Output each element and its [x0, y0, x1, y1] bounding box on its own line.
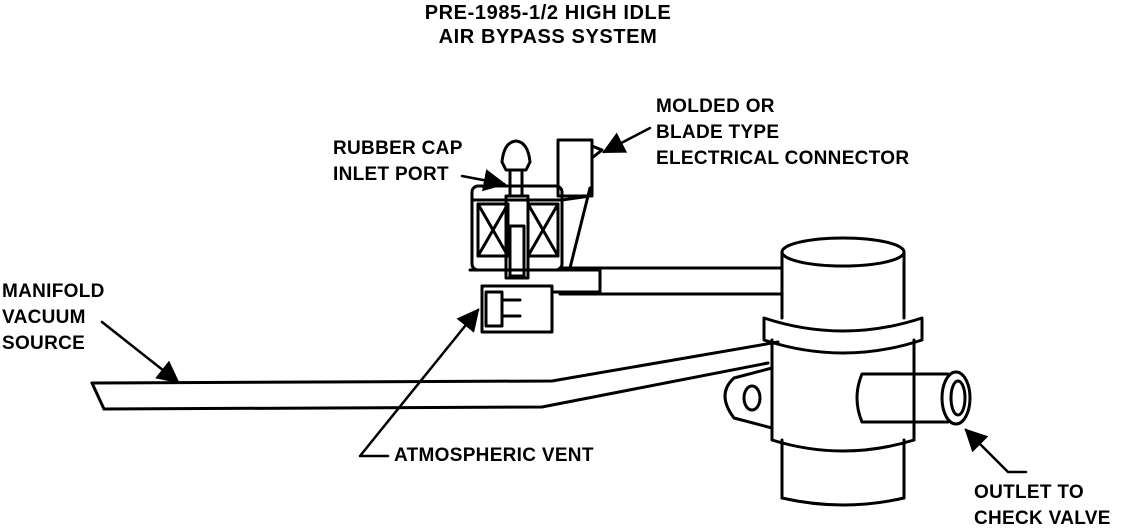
solenoid-valve — [468, 184, 602, 334]
rubber-cap-label-line-2: INLET PORT — [333, 164, 449, 185]
connector-leader-arrow — [602, 126, 652, 154]
connector-label: MOLDED OR BLADE TYPE ELECTRICAL CONNECTO… — [656, 94, 909, 172]
connector-label-line-2: BLADE TYPE — [656, 122, 780, 143]
diagram-title: PRE-1985-1/2 HIGH IDLE AIR BYPASS SYSTEM — [380, 1, 716, 49]
manifold-leader-arrow — [100, 320, 180, 384]
connecting-tube — [558, 266, 784, 296]
connector-label-line-3: ELECTRICAL CONNECTOR — [656, 148, 910, 169]
air-bypass-valve — [723, 236, 972, 507]
rubber-cap — [500, 139, 532, 198]
outlet-leader-arrow — [964, 428, 1028, 474]
outlet-label-line-1: OUTLET TO — [974, 482, 1085, 503]
rubber-cap-label-line-1: RUBBER CAP — [333, 138, 463, 159]
electrical-connector — [556, 138, 604, 198]
rubber-cap-leader-arrow — [460, 169, 507, 192]
manifold-label-line-3: SOURCE — [2, 333, 86, 354]
vent-label: ATMOSPHERIC VENT — [394, 445, 594, 466]
manifold-label-line-2: VACUUM — [2, 307, 86, 328]
manifold-label: MANIFOLD VACUUM SOURCE — [2, 279, 105, 357]
rubber-cap-label: RUBBER CAP INLET PORT — [333, 136, 463, 188]
manifold-label-line-1: MANIFOLD — [2, 281, 105, 302]
outlet-label-line-2: CHECK VALVE — [974, 508, 1111, 529]
vacuum-hose — [90, 340, 780, 411]
title-line-2: AIR BYPASS SYSTEM — [438, 26, 658, 48]
vent-leader-arrow — [358, 308, 480, 458]
title-line-1: PRE-1985-1/2 HIGH IDLE — [424, 2, 672, 24]
outlet-label: OUTLET TO CHECK VALVE — [974, 480, 1111, 532]
connector-label-line-1: MOLDED OR — [656, 96, 775, 117]
